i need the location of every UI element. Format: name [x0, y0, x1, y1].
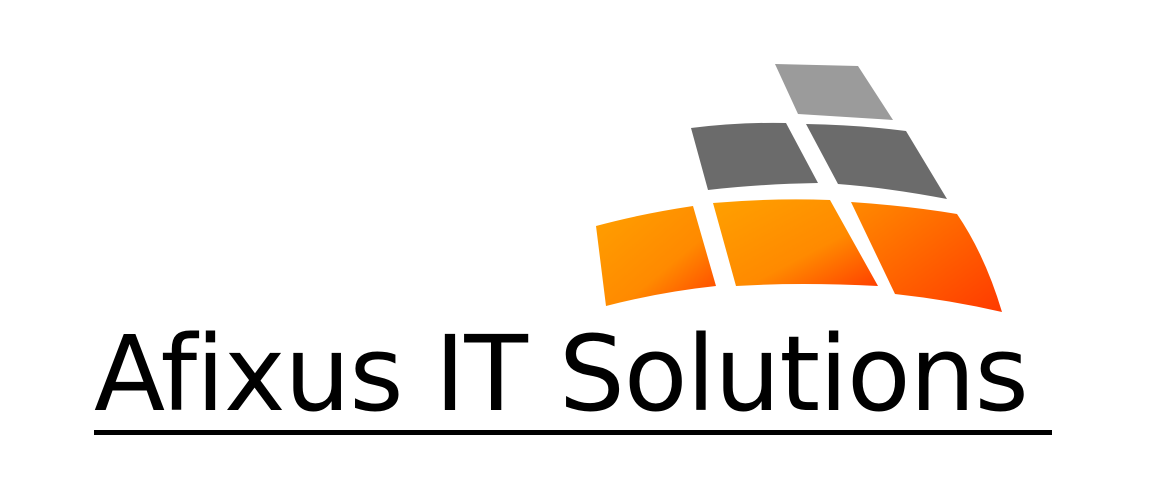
tile-bottom-middle — [713, 199, 878, 286]
tile-bottom-right — [851, 202, 1002, 312]
brand-name: Afixus IT Solutions — [94, 313, 1029, 435]
tile-middle-left — [691, 122, 818, 190]
tile-bottom-left — [596, 206, 716, 306]
tile-middle-right — [806, 124, 947, 199]
brand-underline — [94, 430, 1052, 435]
tile-top — [775, 64, 893, 120]
